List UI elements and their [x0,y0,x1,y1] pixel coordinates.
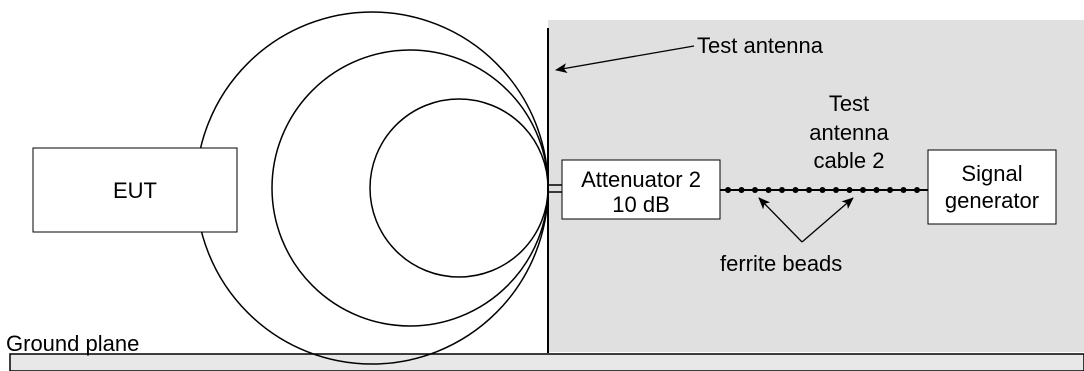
ferrite-bead [860,187,866,193]
field-circle-inner [369,98,549,278]
field-circle-outer [195,11,549,365]
signal-generator-box [927,149,1057,225]
ferrite-bead [779,187,785,193]
attenuator-label-line2: 10 dB [612,192,670,217]
ferrite-bead [738,187,745,193]
ferrite-bead [765,187,772,193]
cable-label-line3: cable 2 [814,148,885,173]
eut-box [32,147,238,233]
ground-plane-label: Ground plane [6,331,139,356]
attenuator-label-line1: Attenuator 2 [581,167,701,192]
eut-label: EUT [113,178,157,203]
ferrite-beads-arrow-left [758,197,803,243]
signal-generator-label-line2: generator [945,188,1039,213]
ferrite-bead [725,187,731,193]
attenuator-box [561,159,721,220]
ferrite-bead [873,187,880,193]
ferrite-bead [914,187,920,193]
signal-generator-label-line1: Signal [961,161,1022,186]
ferrite-bead [887,187,893,193]
ferrite-bead [846,187,853,193]
ferrite-bead [819,187,826,193]
ferrite-bead [833,187,839,193]
ferrite-beads-label: ferrite beads [720,251,842,276]
field-circle-middle [271,49,549,327]
ferrite-bead [806,187,812,193]
ferrite-beads-arrow-right [801,197,854,243]
ferrite-bead [792,187,799,193]
test-antenna-arrow [555,45,695,74]
test-antenna-label: Test antenna [697,33,824,58]
ground-plane [9,353,1084,371]
cable-label-line2: antenna [809,120,889,145]
ferrite-beads-group [725,187,920,193]
ferrite-bead [900,187,907,193]
cable-label-line1: Test [829,91,869,116]
ferrite-bead [752,187,758,193]
